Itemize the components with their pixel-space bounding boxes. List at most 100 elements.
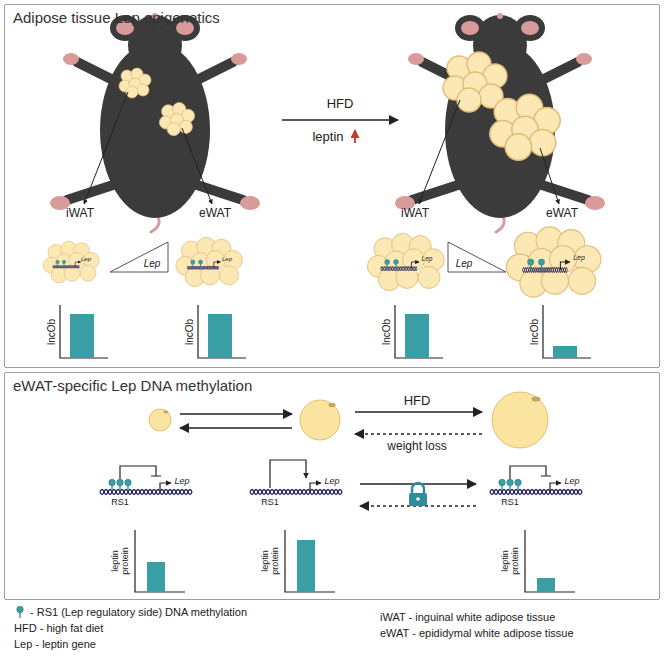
promoter-methylated xyxy=(490,466,582,495)
promoter-methylated xyxy=(510,466,551,479)
adipocyte-cluster xyxy=(367,233,444,290)
promoter-methylated xyxy=(499,479,505,491)
adipocyte-cluster xyxy=(176,237,243,286)
promoter-methylated xyxy=(100,466,192,495)
leader-line xyxy=(84,92,559,204)
promoter-unmethylated xyxy=(310,483,321,490)
region-label: RS1 xyxy=(261,498,279,508)
leader-line xyxy=(182,128,212,204)
hormone-label: leptin xyxy=(312,130,343,144)
bar-chart xyxy=(395,305,443,358)
diet-arrow xyxy=(282,119,398,121)
depot-label: iWAT xyxy=(401,207,429,220)
promoter-methylated xyxy=(160,483,171,490)
bar-chart xyxy=(135,530,185,592)
adipocyte xyxy=(149,392,548,448)
fat-pad xyxy=(119,52,560,160)
bar-chart xyxy=(70,314,94,358)
lock-icon xyxy=(409,483,427,506)
fat-pad xyxy=(119,68,151,98)
diet-arrow xyxy=(354,130,356,143)
gene-label: Lep xyxy=(81,256,91,263)
panel: Adipose tissue Lep epigenetics xyxy=(4,4,660,368)
gene-label: Lep xyxy=(456,258,473,269)
legend-text: eWAT - epididymal white adipose tissue xyxy=(380,627,574,639)
mouse-lean xyxy=(50,13,260,232)
gene-label: Lep xyxy=(174,477,189,487)
gene-label: Lep xyxy=(564,477,579,487)
axis-label: lncOb xyxy=(46,319,57,345)
axis-label: leptin protein xyxy=(261,541,281,581)
bar-chart xyxy=(198,305,246,358)
legend-entry: Lep - leptin gene xyxy=(14,638,96,651)
bar-chart xyxy=(147,562,165,592)
leader-line xyxy=(540,148,559,204)
mouse-lean xyxy=(50,13,260,232)
legend-text: iWAT - inguinal white adipose tissue xyxy=(380,611,555,623)
bar-chart xyxy=(543,305,591,358)
adipocyte xyxy=(149,409,171,431)
legend-entry: - RS1 (Lep regulatory side) DNA methylat… xyxy=(30,606,247,619)
legend-entry: HFD - high fat diet xyxy=(14,622,103,635)
bar-chart xyxy=(405,314,429,358)
nucleus xyxy=(329,403,336,407)
adipocyte-cluster xyxy=(506,227,601,297)
leader-line xyxy=(419,100,460,204)
state-arrow xyxy=(355,411,482,413)
promoter-methylated xyxy=(490,490,582,495)
fat-pad xyxy=(490,94,560,160)
state-arrow xyxy=(180,412,482,506)
nucleus xyxy=(164,410,169,413)
axis-label: leptin protein xyxy=(111,541,131,581)
promoter-methylated xyxy=(120,466,161,479)
panel-title: Adipose tissue Lep epigenetics xyxy=(13,9,220,26)
depot-label: eWAT xyxy=(199,207,231,220)
lock-icon xyxy=(409,493,427,506)
axis-label: lncOb xyxy=(381,319,392,345)
nucleus xyxy=(532,396,541,401)
state-arrow xyxy=(355,433,482,435)
bar-chart xyxy=(60,305,591,592)
bar-chart xyxy=(285,530,335,592)
fat-pad xyxy=(159,103,194,136)
expression-triangle xyxy=(110,242,506,272)
promoter-methylated xyxy=(117,479,123,491)
bar-chart xyxy=(60,305,591,592)
gene-label: Lep xyxy=(573,254,585,262)
bar-chart xyxy=(553,346,577,358)
promoter-methylated xyxy=(100,490,192,495)
promoter-unmethylated xyxy=(250,460,342,495)
promoter-methylated xyxy=(507,479,513,491)
mouse-obese xyxy=(395,13,605,232)
legend-entry: eWAT - epididymal white adipose tissue xyxy=(380,627,574,640)
promoter-methylated xyxy=(125,479,131,491)
promoter-unmethylated xyxy=(250,490,342,495)
legend-symbol xyxy=(17,606,23,618)
nucleus xyxy=(164,396,541,413)
gene-label: Lep xyxy=(144,258,161,269)
adipocyte-cluster xyxy=(43,227,601,297)
arrow-label: HFD xyxy=(327,97,354,111)
state-arrow xyxy=(180,413,292,415)
expression-triangle xyxy=(448,242,506,272)
adipocyte xyxy=(492,392,548,448)
promoter-methylated xyxy=(109,479,115,491)
legend-text: - RS1 (Lep regulatory side) DNA methylat… xyxy=(30,606,247,618)
expression-triangle xyxy=(110,242,168,272)
region-label: RS1 xyxy=(501,498,519,508)
adipocyte-cluster xyxy=(43,241,99,283)
bar-chart xyxy=(70,314,577,592)
legend-text: Lep - leptin gene xyxy=(14,638,96,650)
bar-chart xyxy=(537,578,555,592)
mouse-obese xyxy=(395,13,605,232)
axis-label: leptin protein xyxy=(501,541,521,581)
depot-label: iWAT xyxy=(66,207,94,220)
arrow-label: weight loss xyxy=(387,440,446,453)
bar-chart xyxy=(525,530,575,592)
region-label: RS1 xyxy=(111,498,129,508)
legend-entry: iWAT - inguinal white adipose tissue xyxy=(380,611,555,624)
axis-label: lncOb xyxy=(184,319,195,345)
promoter-unmethylated xyxy=(270,460,306,488)
promoter-methylated xyxy=(550,483,561,490)
